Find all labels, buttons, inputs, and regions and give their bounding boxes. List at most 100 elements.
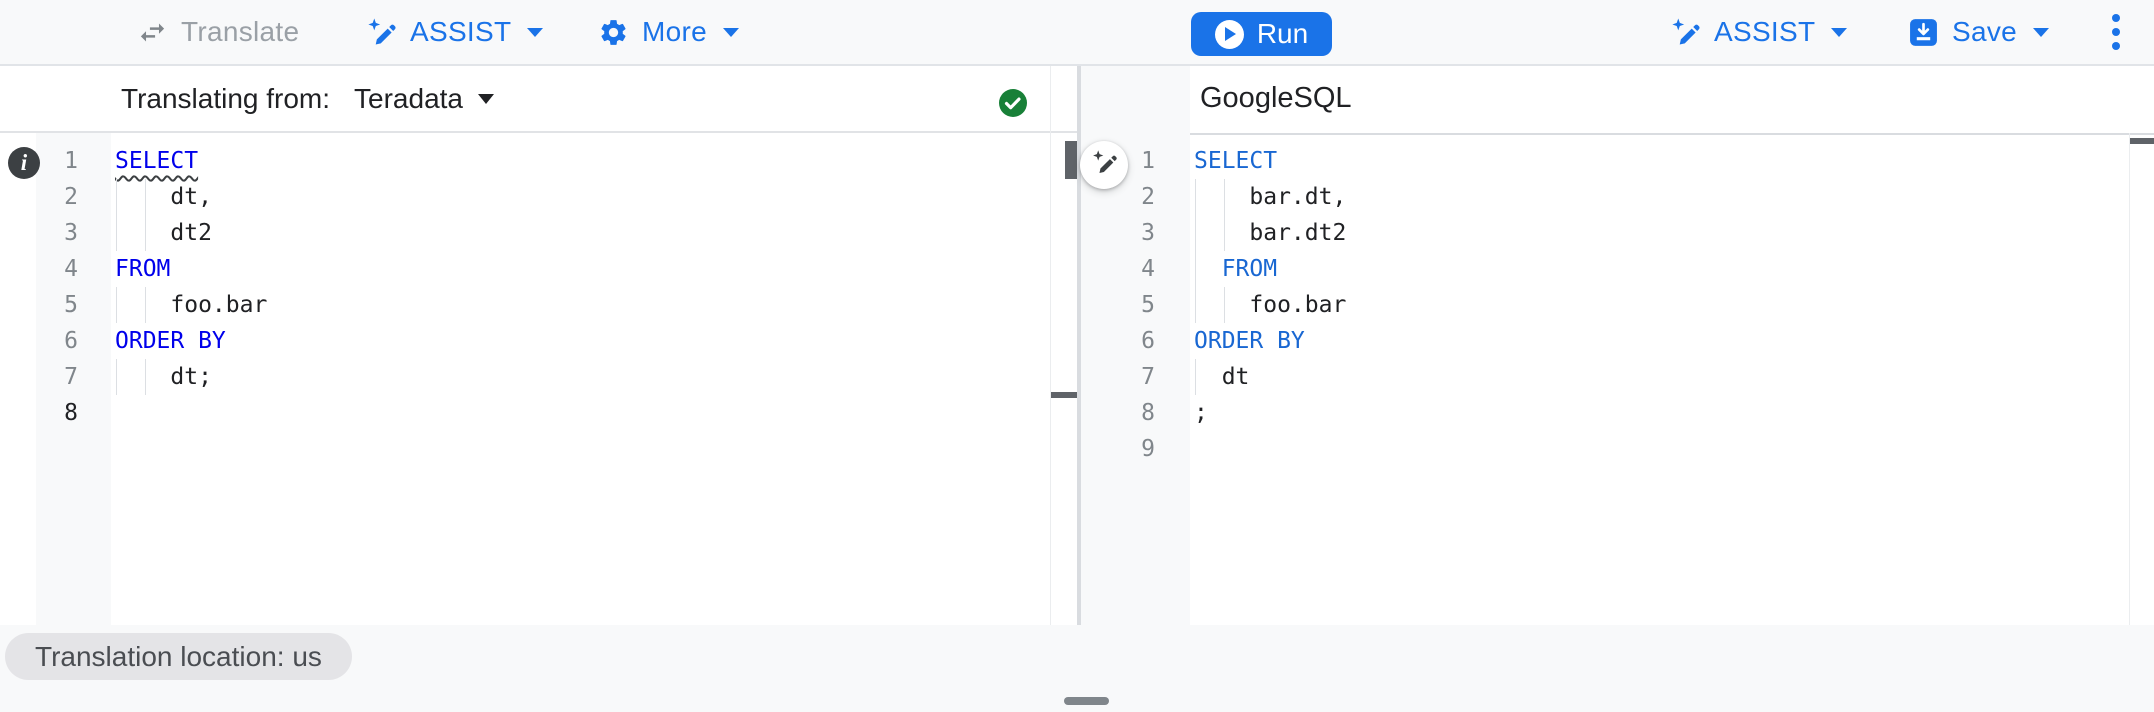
line-number: 5 xyxy=(64,292,78,318)
line-number: 9 xyxy=(1141,436,1155,462)
indent-guide xyxy=(116,359,117,395)
source-scrollbar-track-border xyxy=(1050,66,1051,625)
panel-resize-handle[interactable] xyxy=(1064,697,1109,705)
pen-sparkle-icon xyxy=(366,17,397,48)
indent-guide xyxy=(1195,251,1196,287)
line-number: 3 xyxy=(1141,220,1155,246)
chevron-down-icon xyxy=(1831,27,1848,37)
kebab-dot xyxy=(2112,42,2120,50)
line-number: 4 xyxy=(64,256,78,282)
pen-sparkle-icon xyxy=(1670,17,1701,48)
more-label: More xyxy=(642,16,707,47)
chevron-down-icon xyxy=(723,27,739,37)
line-number: 7 xyxy=(1141,364,1155,390)
save-icon xyxy=(1908,17,1939,48)
sql-keyword: FROM xyxy=(1221,256,1278,282)
code-line[interactable]: foo.bar xyxy=(111,287,1049,323)
translate-button[interactable]: Translate xyxy=(137,0,299,64)
assist-wand-button[interactable] xyxy=(1080,141,1128,189)
chevron-down-icon xyxy=(478,93,494,104)
line-number: 8 xyxy=(1141,400,1155,426)
sql-text: bar.dt2 xyxy=(1194,220,1347,246)
indent-guide xyxy=(116,179,117,215)
run-label: Run xyxy=(1256,18,1309,49)
sql-text: dt2 xyxy=(115,220,212,246)
run-button[interactable]: Run xyxy=(1191,12,1332,56)
indent-guide xyxy=(1195,287,1196,323)
info-circle-icon[interactable]: i xyxy=(8,147,40,179)
assist-right-label: ASSIST xyxy=(1714,16,1816,47)
code-line[interactable]: ORDER BY xyxy=(1190,323,2128,359)
code-line[interactable]: SELECT xyxy=(1190,143,2128,179)
save-dropdown[interactable]: Save xyxy=(1908,0,2050,64)
panel-divider[interactable] xyxy=(1077,66,1081,625)
target-dialect-label: GoogleSQL xyxy=(1200,82,1352,114)
code-line[interactable]: ; xyxy=(1190,395,2128,431)
sql-keyword: ORDER BY xyxy=(1194,328,1305,354)
code-line[interactable]: FROM xyxy=(111,251,1049,287)
chevron-down-icon xyxy=(527,27,544,37)
code-line[interactable] xyxy=(111,395,1049,431)
kebab-dot xyxy=(2112,14,2120,22)
target-scrollbar-track-border xyxy=(2129,133,2130,625)
overflow-menu-button[interactable] xyxy=(2108,0,2124,64)
chevron-down-icon xyxy=(2033,27,2050,37)
line-number: 6 xyxy=(1141,328,1155,354)
code-line[interactable]: bar.dt, xyxy=(1190,179,2128,215)
indent-guide xyxy=(1195,215,1196,251)
editor-toolbar: Translate ASSIST More Run xyxy=(0,0,2154,66)
play-icon xyxy=(1214,19,1244,49)
indent-guide xyxy=(1224,287,1225,323)
translation-location-text: Translation location: us xyxy=(35,640,322,672)
sql-text: bar.dt, xyxy=(1194,184,1347,210)
line-number: 1 xyxy=(64,148,78,174)
line-number: 2 xyxy=(1141,184,1155,210)
code-line[interactable]: FROM xyxy=(1190,251,2128,287)
code-line[interactable] xyxy=(1190,431,2128,467)
more-dropdown[interactable]: More xyxy=(598,0,739,64)
indent-guide xyxy=(1224,215,1225,251)
indent-guide xyxy=(145,215,146,251)
line-number: 7 xyxy=(64,364,78,390)
code-line[interactable]: dt, xyxy=(111,179,1049,215)
source-dialect-value: Teradata xyxy=(354,82,463,114)
code-line[interactable]: foo.bar xyxy=(1190,287,2128,323)
line-number: 1 xyxy=(1141,148,1155,174)
indent-guide xyxy=(116,287,117,323)
assist-right-dropdown[interactable]: ASSIST xyxy=(1670,0,1848,64)
kebab-dot xyxy=(2112,28,2120,36)
code-line[interactable]: bar.dt2 xyxy=(1190,215,2128,251)
save-label: Save xyxy=(1952,16,2018,47)
assist-left-dropdown[interactable]: ASSIST xyxy=(366,0,544,64)
translate-label: Translate xyxy=(181,16,300,47)
code-line[interactable]: dt xyxy=(1190,359,2128,395)
translation-location-chip: Translation location: us xyxy=(5,633,352,680)
translating-from-label: Translating from: xyxy=(121,82,331,114)
line-number: 6 xyxy=(64,328,78,354)
code-line[interactable]: ORDER BY xyxy=(111,323,1049,359)
code-line[interactable]: dt; xyxy=(111,359,1049,395)
line-number: 3 xyxy=(64,220,78,246)
code-line[interactable]: dt2 xyxy=(111,215,1049,251)
target-editor-top-border xyxy=(1190,133,2154,135)
source-dialect-dropdown[interactable]: Teradata xyxy=(354,83,494,115)
sql-keyword: FROM xyxy=(115,256,171,282)
code-line[interactable]: SELECT xyxy=(111,143,1049,179)
source-overview-ruler-marker xyxy=(1051,392,1077,398)
indent-guide xyxy=(1195,179,1196,215)
source-panel-header: Translating from: Teradata xyxy=(0,66,1077,133)
indent-guide xyxy=(116,215,117,251)
sql-keyword: SELECT xyxy=(1194,148,1278,174)
sql-text: dt, xyxy=(115,184,212,210)
sql-text: foo.bar xyxy=(1194,292,1347,318)
indent-guide xyxy=(145,179,146,215)
magic-wand-icon xyxy=(1091,149,1118,181)
swap-horizontal-icon xyxy=(137,17,168,48)
source-scrollbar-thumb[interactable] xyxy=(1065,141,1077,179)
indent-guide xyxy=(1224,179,1225,215)
line-number: 5 xyxy=(1141,292,1155,318)
